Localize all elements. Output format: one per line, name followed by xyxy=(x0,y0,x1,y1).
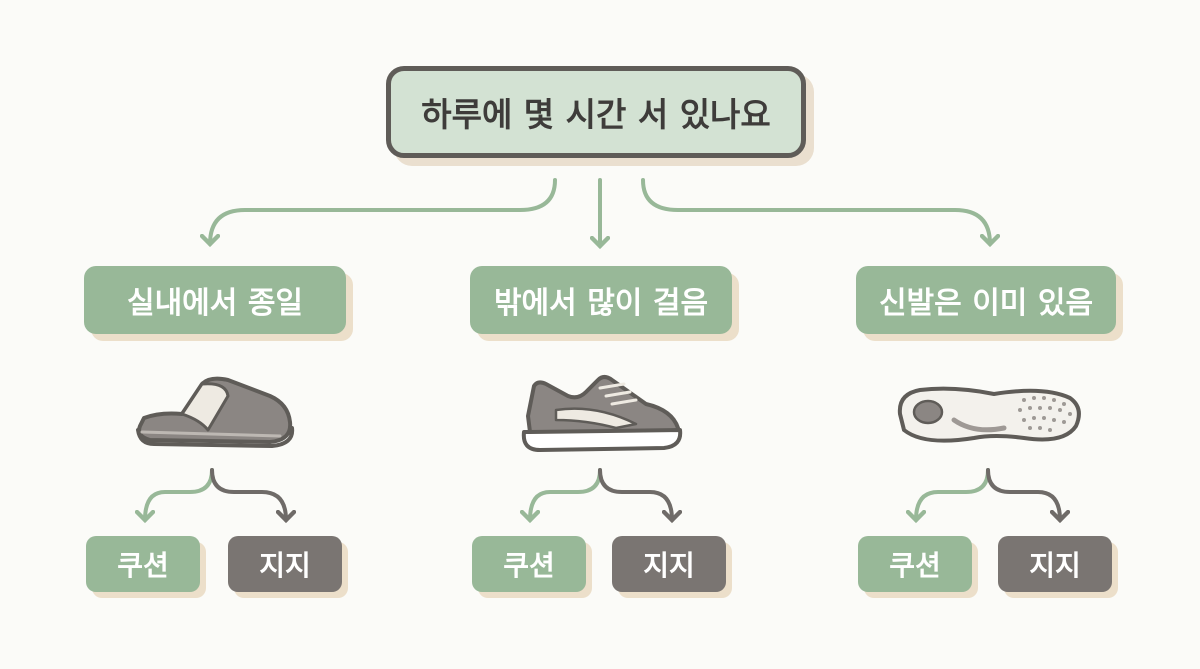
branch-indoor: 실내에서 종일 xyxy=(84,266,346,334)
outdoor-support-option: 지지 xyxy=(612,536,726,592)
arrow-indoor-cushion xyxy=(145,468,214,520)
arrow-outdoor-support xyxy=(598,468,672,520)
root-question: 하루에 몇 시간 서 있나요 xyxy=(386,66,806,158)
branch-outdoor: 밖에서 많이 걸음 xyxy=(470,266,732,334)
indoor-support-option: 지지 xyxy=(228,536,342,592)
arrow-existing-support xyxy=(986,468,1060,520)
indoor-cushion-option: 쿠션 xyxy=(86,536,200,592)
arrow-outdoor-cushion xyxy=(530,468,602,520)
outdoor-cushion-option: 쿠션 xyxy=(472,536,586,592)
existing-cushion-option: 쿠션 xyxy=(858,536,972,592)
slipper-icon xyxy=(136,376,295,449)
sneaker-icon xyxy=(521,375,683,452)
existing-support-option: 지지 xyxy=(998,536,1112,592)
arrow-indoor-support xyxy=(210,468,286,520)
arrow-root-to-existing xyxy=(641,178,990,244)
arrow-root-to-indoor xyxy=(210,178,557,244)
arrow-existing-cushion xyxy=(916,468,990,520)
insole-icon xyxy=(897,386,1081,443)
branch-existing-shoes: 신발은 이미 있음 xyxy=(856,266,1116,334)
